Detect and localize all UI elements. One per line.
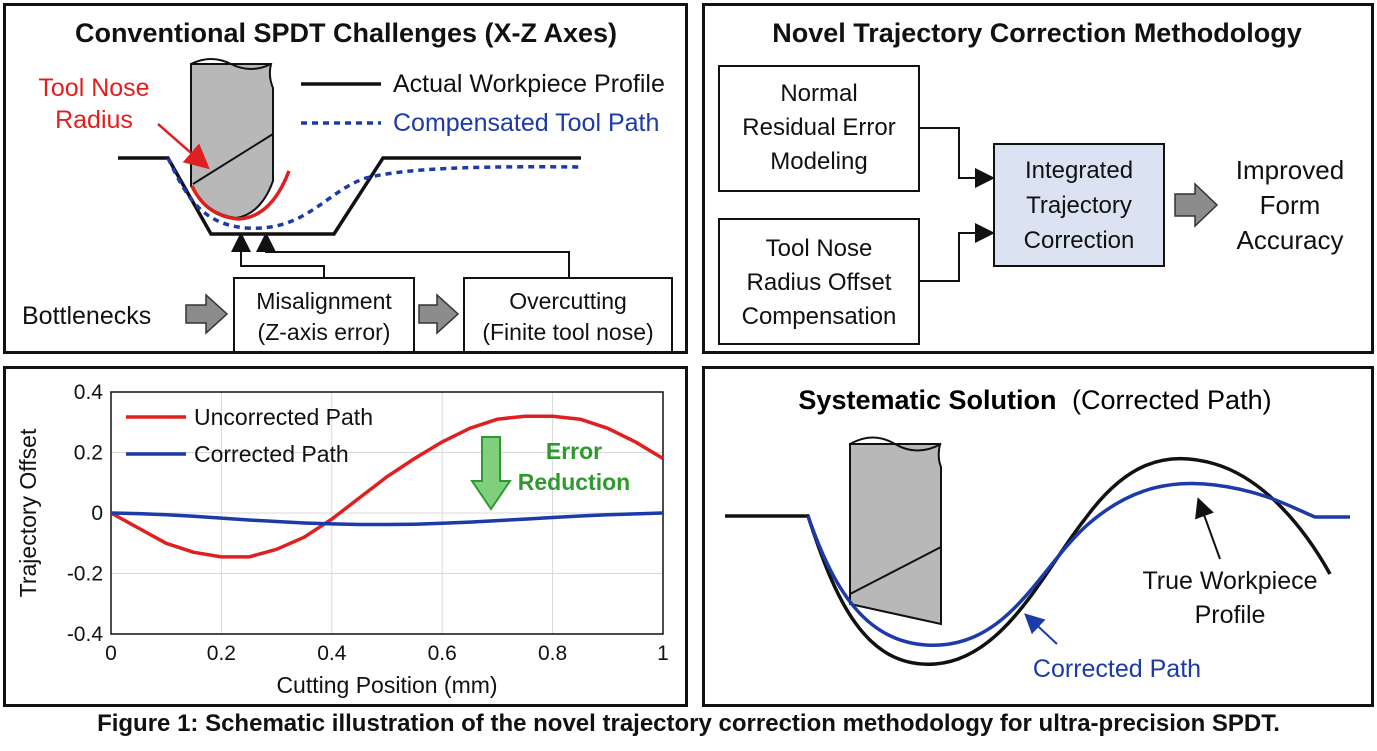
corrected-path-pointer (1024, 613, 1058, 645)
panel-methodology: Novel Trajectory Correction Methodology … (702, 3, 1374, 354)
annotation-line2: Reduction (518, 469, 630, 495)
normal-residual-line2: Residual Error (742, 114, 895, 141)
result-line2: Form (1260, 190, 1321, 220)
chart-legend: Uncorrected Path Corrected Path (126, 404, 373, 467)
x-tick-label: 0 (105, 642, 117, 665)
error-reduction-annotation: Error Reduction (470, 436, 630, 511)
panel4-title-bold: Systematic Solution (798, 385, 1056, 415)
solution-tool-top-edge (849, 436, 942, 452)
radius-to-integrated-arrow (919, 223, 995, 282)
result-arrow (1174, 182, 1219, 228)
tool-nose-label-line1: Tool Nose (38, 74, 149, 102)
true-profile-pointer (1195, 497, 1221, 560)
integrated-line1: Integrated (1025, 157, 1133, 184)
x-tick-label: 0.4 (317, 642, 347, 665)
bottleneck-arrow-2 (418, 293, 460, 335)
normal-residual-line3: Modeling (770, 148, 867, 175)
misalignment-box (233, 277, 415, 353)
true-profile-label-line1: True Workpiece (1142, 567, 1317, 595)
result-line1: Improved (1236, 155, 1344, 185)
annotation-line1: Error (546, 438, 602, 464)
y-tick-label: -0.4 (67, 623, 104, 646)
tool-nose-label-line2: Radius (55, 106, 133, 134)
solution-diagram: Systematic Solution (Corrected Path) Tru… (725, 385, 1350, 683)
x-tick-label: 0.6 (428, 642, 457, 665)
panel2-title: Novel Trajectory Correction Methodology (772, 18, 1302, 48)
solution-tool-body (849, 443, 942, 626)
misalignment-connector (231, 232, 325, 278)
normal-to-integrated-arrow (919, 127, 995, 188)
result-line3: Accuracy (1237, 225, 1344, 255)
misalignment-line2: (Z-axis error) (258, 319, 391, 345)
y-tick-label: 0.2 (74, 442, 103, 465)
normal-residual-box (718, 65, 920, 192)
corrected-path-label: Corrected Path (1033, 655, 1201, 683)
x-tick-label: 0.2 (207, 642, 236, 665)
tool-nose-offset-box (718, 218, 920, 345)
actual-workpiece-profile (118, 156, 581, 236)
uncorrected-path-line (110, 414, 664, 559)
normal-residual-line1: Normal (780, 80, 857, 107)
legend-corrected-label: Corrected Path (194, 441, 349, 467)
legend-compensated-label: Compensated Tool Path (393, 109, 659, 137)
chart-series (110, 414, 664, 559)
x-tick-label: 1 (657, 642, 669, 665)
integrated-correction-box (993, 143, 1165, 267)
x-axis-label: Cutting Position (mm) (276, 672, 497, 698)
methodology-flowchart: Novel Trajectory Correction Methodology … (718, 18, 1344, 345)
integrated-line2: Trajectory (1026, 192, 1132, 219)
tool-nose-arc (190, 170, 291, 221)
panel4-title-rest: (Corrected Path) (1072, 385, 1272, 415)
y-tick-label: 0 (91, 502, 103, 525)
overcutting-line1: Overcutting (509, 288, 627, 314)
legend-uncorrected-label: Uncorrected Path (194, 404, 373, 430)
tool-facet-line (192, 133, 274, 185)
challenges-diagram: Conventional SPDT Challenges (X-Z Axes) … (22, 18, 673, 353)
compensated-tool-path (166, 157, 582, 230)
panel-trajectory-chart: 0 0.2 0.4 0.6 0.8 1 0.4 0.2 0 -0.2 -0.4 Trajectory… (3, 366, 688, 707)
error-reduction-arrow (470, 436, 512, 511)
figure-caption: Figure 1: Schematic illustration of the … (97, 710, 1280, 737)
tool-nose-pointer (157, 123, 210, 170)
panel-conventional-challenges: Conventional SPDT Challenges (X-Z Axes) … (3, 3, 688, 354)
corrected-path-line (110, 511, 664, 527)
tool-nose-offset-line3: Compensation (742, 303, 897, 330)
tool-top-edge (190, 58, 272, 70)
panel1-title: Conventional SPDT Challenges (X-Z Axes) (75, 18, 617, 48)
overcutting-line2: (Finite tool nose) (482, 319, 653, 345)
legend-actual-label: Actual Workpiece Profile (393, 70, 665, 98)
bottleneck-arrow-1 (185, 293, 229, 335)
panel-systematic-solution: Systematic Solution (Corrected Path) Tru… (702, 366, 1374, 707)
y-tick-label: -0.2 (67, 563, 103, 586)
y-axis-label: Trajectory Offset (15, 428, 41, 597)
overcutting-connector (256, 232, 570, 278)
solution-tool-facet-line (849, 546, 942, 595)
y-tick-label: 0.4 (74, 381, 104, 404)
tool-nose-offset-line2: Radius Offset (747, 269, 892, 296)
corrected-path-curve (806, 481, 1350, 647)
chart-ticks: 0 0.2 0.4 0.6 0.8 1 0.4 0.2 0 -0.2 -0.4 (67, 381, 669, 665)
true-profile-label-line2: Profile (1195, 601, 1266, 629)
misalignment-line1: Misalignment (256, 288, 392, 314)
tool-nose-offset-line1: Tool Nose (766, 235, 873, 262)
svg-text:Systematic Solution (Corre: Systematic Solution (Corrected Path) (798, 385, 1271, 415)
bottlenecks-label: Bottlenecks (22, 302, 151, 330)
trajectory-offset-chart: 0 0.2 0.4 0.6 0.8 1 0.4 0.2 0 -0.2 -0.4 Trajectory… (15, 381, 669, 698)
x-tick-label: 0.8 (538, 642, 567, 665)
integrated-line3: Correction (1024, 227, 1135, 254)
